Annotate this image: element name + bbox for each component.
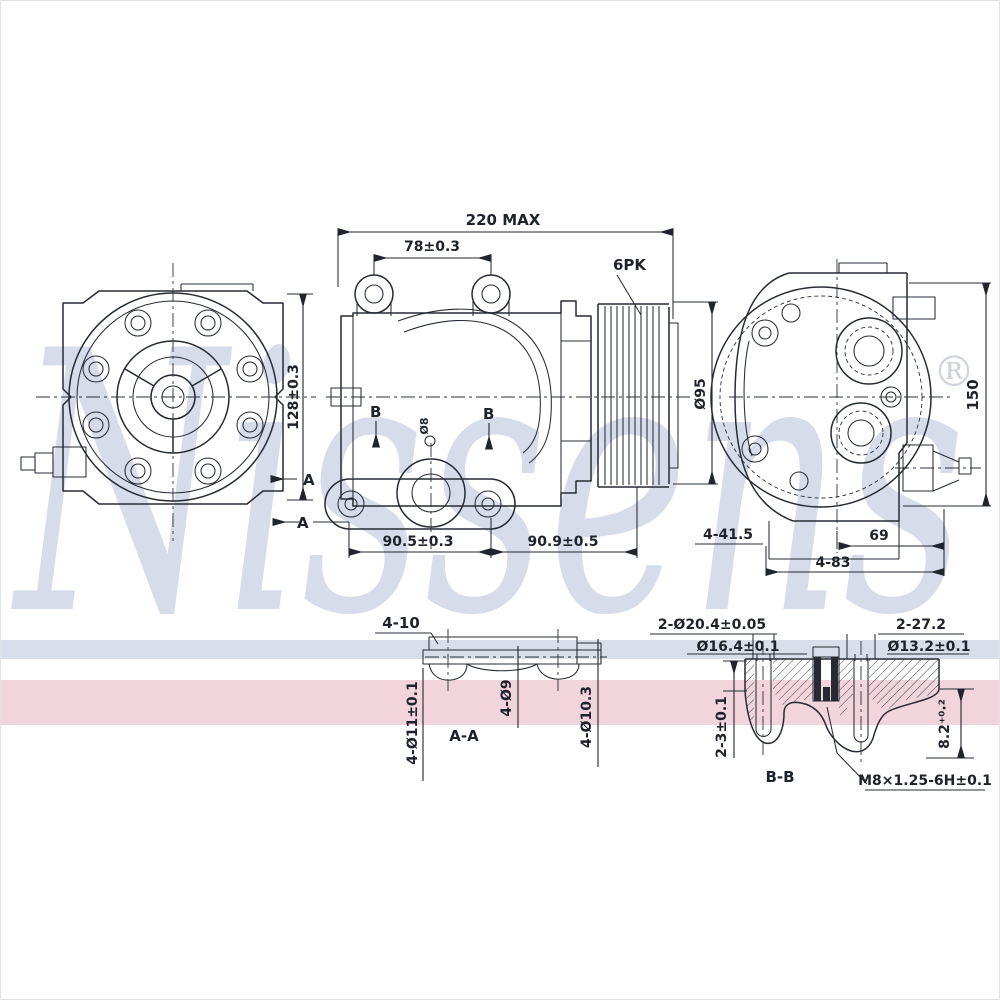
overall-width-dim: 220 MAX xyxy=(466,211,541,229)
bolt-span-dim: 4-83 xyxy=(815,555,850,571)
section-a-marker-2: A xyxy=(297,514,309,532)
rear-height-dim: 150 xyxy=(964,379,982,410)
aa-hole-dim-1: 4-Ø11±0.1 xyxy=(405,681,421,764)
top-fitting xyxy=(892,296,936,320)
bb-dim-3: 2-27.2 xyxy=(896,617,946,633)
center-hole-dim: Ø8 xyxy=(418,417,431,434)
section-b-marker-2: B xyxy=(483,405,494,423)
bb-dim-2: Ø16.4±0.1 xyxy=(697,639,780,655)
belt-type-label: 6PK xyxy=(613,256,647,274)
bb-bores xyxy=(755,641,869,763)
relief-valve xyxy=(895,444,981,492)
belt-pulley xyxy=(597,303,679,488)
section-aa: 4-10 4-Ø11±0.1 4-Ø9 4-Ø10.3 A-A xyxy=(375,614,607,781)
section-b-marker-1: B xyxy=(370,403,381,421)
side-view: B B Ø8 220 MAX 78±0.3 6PK Ø95 90.5±0.3 9… xyxy=(313,211,718,558)
watermark-text: Nissens xyxy=(9,275,966,694)
section-aa-title: A-A xyxy=(449,727,479,745)
front-height-dim: 128±0.3 xyxy=(286,364,302,430)
section-bb: 2-Ø20.4±0.05 Ø16.4±0.1 2-27.2 Ø13.2±0.1 … xyxy=(650,617,992,791)
registered-trademark-icon: ® xyxy=(933,347,975,396)
rear-ports xyxy=(830,317,903,464)
aa-depth-dim: 4-10 xyxy=(382,614,420,632)
bb-dim-4: Ø13.2±0.1 xyxy=(888,639,971,655)
bb-stud xyxy=(812,646,840,702)
lower-left-dim: 90.5±0.3 xyxy=(382,534,453,550)
bolt-spacing-dim: 78±0.3 xyxy=(404,239,460,255)
front-view: 128±0.3 A A xyxy=(20,263,316,541)
bb-dim-5: 2-3±0.1 xyxy=(714,696,730,758)
lower-right-dim: 90.9±0.5 xyxy=(527,534,598,550)
bb-thread-spec: M8×1.25-6H±0.1 xyxy=(858,773,992,789)
pulley-diameter-dim: Ø95 xyxy=(693,378,709,409)
aa-hole-dim-3: 4-Ø10.3 xyxy=(579,686,595,748)
rear-view: 150 4-41.5 69 4-83 xyxy=(695,259,991,577)
nissens-watermark: Nissens ® xyxy=(9,275,975,694)
front-bolt-holes xyxy=(82,309,264,485)
hose-pipe xyxy=(397,308,552,464)
section-bb-title: B-B xyxy=(765,768,794,786)
section-a-marker-1: A xyxy=(303,471,315,489)
bb-dim-6: 8.2⁺⁰·² xyxy=(937,699,953,749)
bb-dim-1: 2-Ø20.4±0.05 xyxy=(658,617,766,633)
rear-width-dim: 69 xyxy=(869,528,888,544)
mount-holes-dim: 4-41.5 xyxy=(703,527,753,543)
aa-hole-dim-2: 4-Ø9 xyxy=(499,679,515,716)
suction-fitting xyxy=(20,446,87,478)
